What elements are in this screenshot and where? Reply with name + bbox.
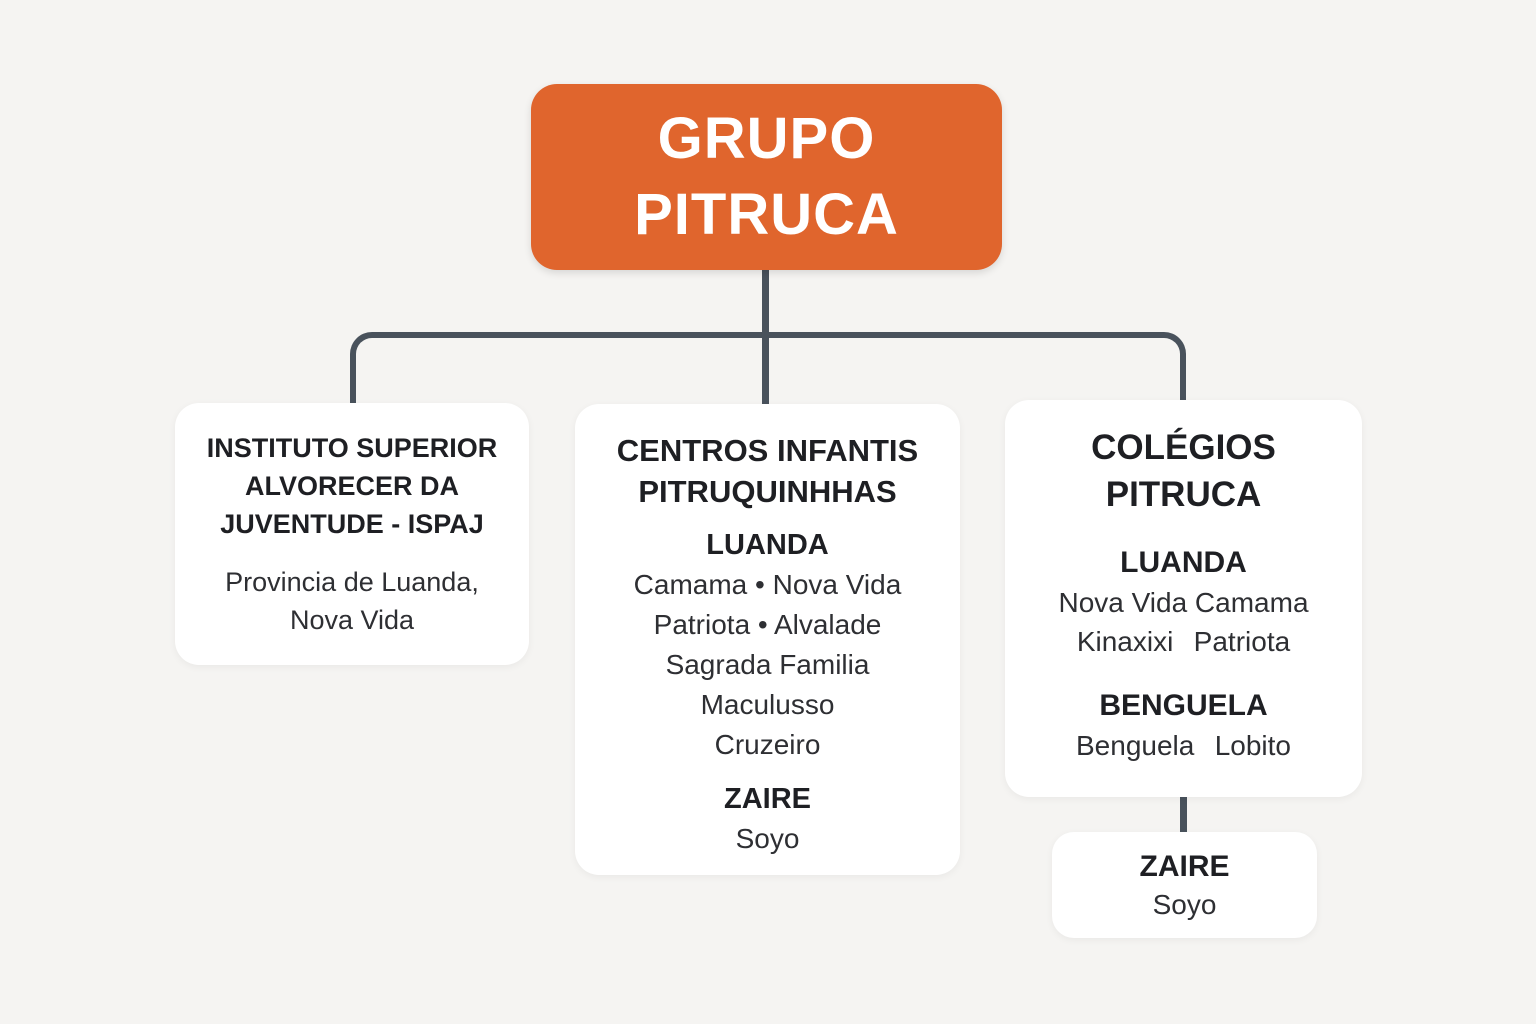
location-line: Patriota • Alvalade	[653, 609, 882, 640]
section-heading-luanda: LUANDA	[1120, 546, 1247, 579]
section-heading-luanda: LUANDA	[706, 529, 829, 561]
location-line: Kinaxixi Patriota	[1076, 626, 1291, 657]
location-line: Cruzeiro	[714, 729, 821, 760]
location-line: Maculusso	[700, 689, 835, 720]
root-title-line: PITRUCA	[634, 182, 899, 247]
node-title-line: ALVORECER DA	[244, 471, 459, 501]
body-line: Provincia de Luanda,	[225, 567, 479, 597]
node-colegios-pitruca: COLÉGIOS PITRUCA LUANDA Nova Vida Camama…	[1005, 400, 1362, 797]
location-line: Benguela Lobito	[1076, 730, 1291, 761]
location-line: Soyo	[1152, 889, 1217, 920]
node-title-line: PITRUQUINHHAS	[638, 474, 897, 509]
node-title: CENTROS INFANTIS PITRUQUINHHAS	[617, 430, 918, 512]
section-heading-zaire: ZAIRE	[1139, 850, 1230, 883]
root-node-grupo-pitruca: GRUPO PITRUCA	[531, 84, 1002, 270]
node-title: COLÉGIOS PITRUCA	[1091, 424, 1276, 518]
location-line: Camama • Nova Vida	[633, 569, 902, 600]
node-colegios-zaire: ZAIRE Soyo	[1052, 832, 1317, 938]
section-heading-benguela: BENGUELA	[1099, 689, 1268, 722]
location-line: Sagrada Familia	[665, 649, 870, 680]
node-centros-infantis: CENTROS INFANTIS PITRUQUINHHAS LUANDA Ca…	[575, 404, 960, 875]
node-title-line: JUVENTUDE - ISPAJ	[220, 509, 484, 539]
root-title-line: GRUPO	[657, 106, 876, 171]
node-title-line: PITRUCA	[1105, 475, 1262, 514]
node-title-line: CENTROS INFANTIS	[616, 433, 919, 468]
location-line: Soyo	[735, 823, 800, 854]
location-line: Nova Vida Camama	[1058, 587, 1309, 618]
section-heading-zaire: ZAIRE	[724, 783, 811, 815]
node-body: Provincia de Luanda, Nova Vida	[225, 563, 479, 639]
node-title-line: COLÉGIOS	[1091, 428, 1276, 467]
node-title: INSTITUTO SUPERIOR ALVORECER DA JUVENTUD…	[207, 429, 498, 543]
node-instituto-ispaj: INSTITUTO SUPERIOR ALVORECER DA JUVENTUD…	[175, 403, 529, 665]
connector-root-stem	[762, 268, 769, 408]
connector-colegios-to-zaire	[1180, 794, 1187, 836]
root-title: GRUPO PITRUCA	[634, 101, 899, 253]
node-title-line: INSTITUTO SUPERIOR	[206, 433, 498, 463]
connector-branch-rail	[350, 332, 1186, 405]
body-line: Nova Vida	[289, 605, 415, 635]
